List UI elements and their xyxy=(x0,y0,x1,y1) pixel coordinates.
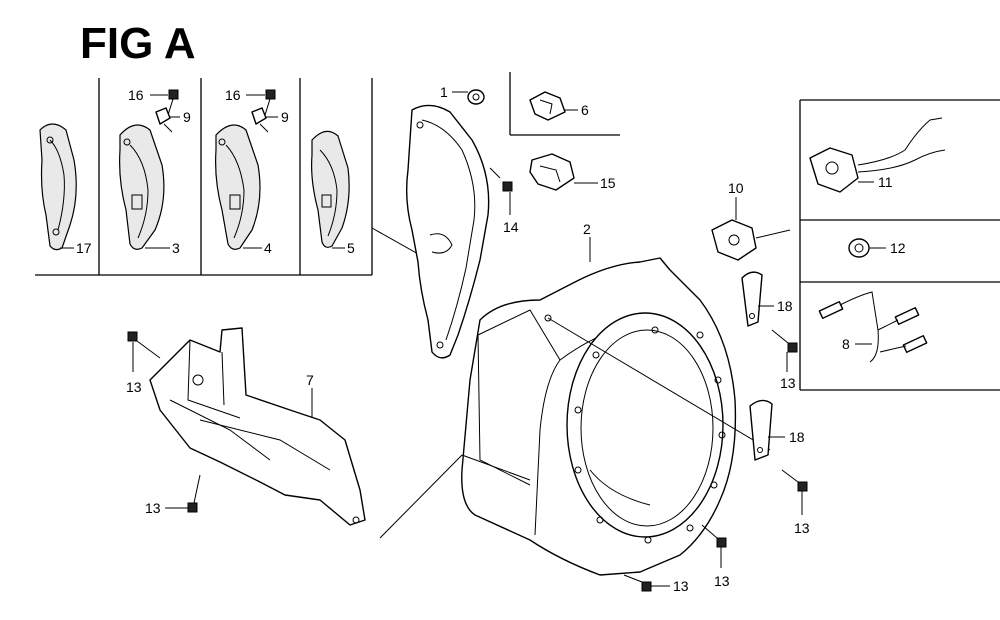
fan-cover-2-part xyxy=(461,257,737,576)
label-6: 6 xyxy=(581,102,589,118)
bolt-13-a xyxy=(127,331,161,359)
label-9-right: 9 xyxy=(281,109,289,125)
grommet-12-part xyxy=(848,238,870,258)
label-13-a: 13 xyxy=(126,379,142,395)
label-14: 14 xyxy=(503,219,519,235)
label-13-f: 13 xyxy=(673,578,689,594)
bolt-13-c xyxy=(771,329,798,353)
label-18-lower: 18 xyxy=(789,429,805,445)
bolt-13-f xyxy=(623,574,652,592)
label-13-d: 13 xyxy=(794,520,810,536)
label-15: 15 xyxy=(600,175,616,191)
figure-title: FIG A xyxy=(80,19,196,68)
variant-panel xyxy=(35,78,373,276)
label-16-right: 16 xyxy=(225,87,241,103)
label-8: 8 xyxy=(842,336,850,352)
clip-6-part xyxy=(529,91,566,121)
label-13-e: 13 xyxy=(714,573,730,589)
bolt-13-d xyxy=(781,469,808,492)
label-13-b: 13 xyxy=(145,500,161,516)
wire-8-part xyxy=(818,291,928,363)
stay-18-upper xyxy=(741,271,763,327)
guide-5-part xyxy=(311,130,350,248)
label-7: 7 xyxy=(306,372,314,388)
label-4: 4 xyxy=(264,240,272,256)
label-10: 10 xyxy=(728,180,744,196)
guide-3-part xyxy=(119,124,165,250)
bolt-13-e xyxy=(701,524,727,548)
grommet-1-part xyxy=(467,89,485,105)
label-1: 1 xyxy=(440,84,448,100)
clip-15-part xyxy=(529,153,575,191)
bolt-16-left xyxy=(167,89,179,116)
air-guide-7-part xyxy=(149,327,366,526)
switch-10-part xyxy=(711,219,791,261)
bolt-16-right xyxy=(264,89,276,116)
right-inset-frame xyxy=(799,99,1000,391)
label-3: 3 xyxy=(172,240,180,256)
inset-6-frame xyxy=(509,72,620,136)
label-18-upper: 18 xyxy=(777,298,793,314)
label-5: 5 xyxy=(347,240,355,256)
stay-18-lower xyxy=(749,399,773,461)
bolt-14-part xyxy=(489,167,513,192)
label-17: 17 xyxy=(76,240,92,256)
bolt-13-b xyxy=(187,474,201,513)
cylinder-guide-part xyxy=(405,104,490,359)
clip-9-right xyxy=(251,107,269,133)
label-13-c: 13 xyxy=(780,375,796,391)
label-11: 11 xyxy=(878,174,893,190)
switch-11-part xyxy=(809,117,946,193)
guide-17-part xyxy=(39,123,77,251)
clip-9-left xyxy=(155,107,173,133)
guide-4-part xyxy=(215,124,261,250)
label-16-left: 16 xyxy=(128,87,144,103)
label-9-left: 9 xyxy=(183,109,191,125)
label-2: 2 xyxy=(583,221,591,237)
label-12: 12 xyxy=(890,240,906,256)
